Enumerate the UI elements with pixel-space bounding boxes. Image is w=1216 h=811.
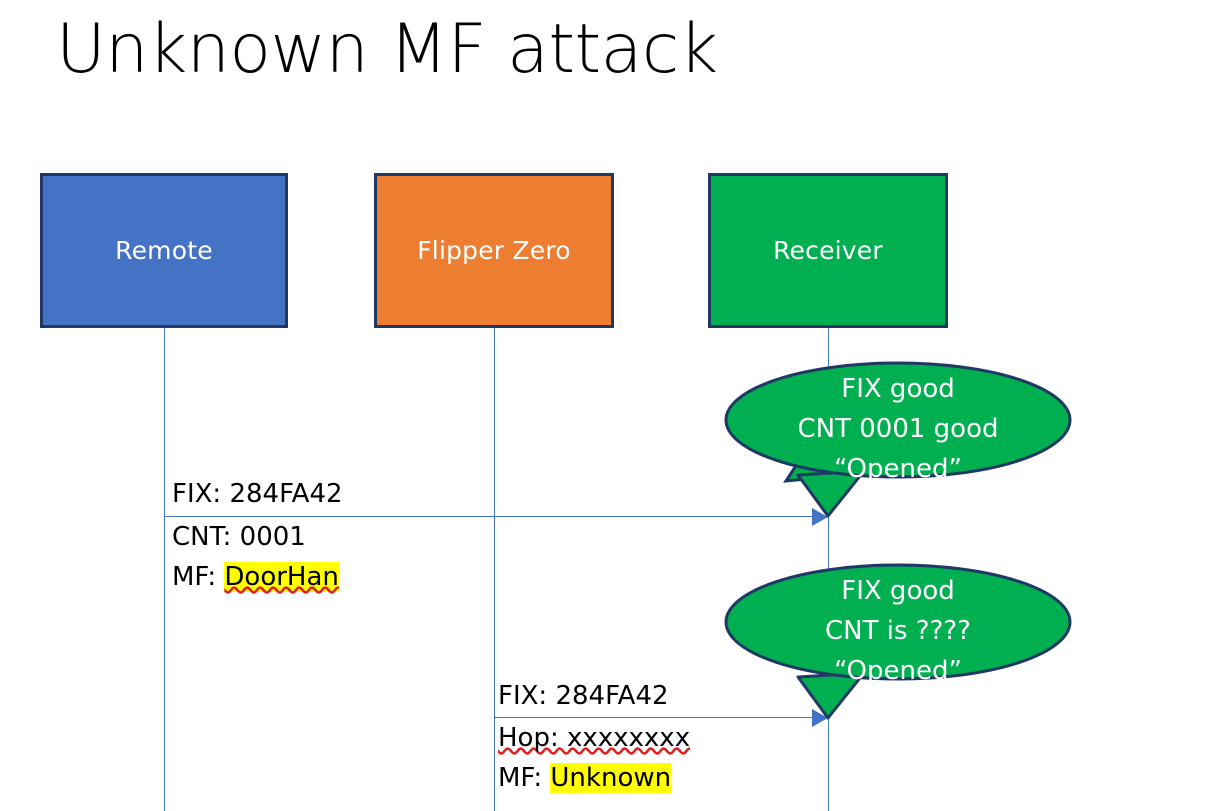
message-1-mf-prefix: MF: [172,562,225,592]
message-label-1: FIX: 284FA42 [172,474,343,514]
speech-balloon-2[interactable]: FIX good CNT is ???? “Opened” [724,563,1072,720]
message-2-line-3: MF: Unknown [498,758,690,798]
lifeline-flipper-zero [494,327,495,811]
actor-box-remote[interactable]: Remote [40,173,288,328]
message-2-mf-prefix: MF: [498,763,551,793]
actor-label-remote: Remote [115,236,213,265]
actor-label-flipper-zero: Flipper Zero [417,236,571,265]
slide-title: Unknown MF attack [56,10,718,89]
message-arrow-line-2 [494,717,814,718]
speech-balloon-1[interactable]: FIX good CNT 0001 good “Opened” [724,361,1072,518]
message-label-2: FIX: 284FA42 [498,676,669,716]
actor-box-receiver[interactable]: Receiver [708,173,948,328]
message-1-mf-value: DoorHan [224,562,339,592]
lifeline-remote [164,327,165,811]
message-label-1-detail: CNT: 0001 MF: DoorHan [172,517,339,597]
actor-box-flipper-zero[interactable]: Flipper Zero [374,173,614,328]
message-arrow-line-1 [164,516,814,517]
message-1-line-1: FIX: 284FA42 [172,479,343,509]
message-1-line-3: MF: DoorHan [172,557,339,597]
message-1-line-2: CNT: 0001 [172,522,306,552]
message-label-2-detail: Hop: xxxxxxxx MF: Unknown [498,718,690,798]
message-2-line-1: FIX: 284FA42 [498,681,669,711]
message-2-line-2: Hop: xxxxxxxx [498,723,691,753]
message-2-mf-value: Unknown [550,763,672,793]
actor-label-receiver: Receiver [773,236,883,265]
